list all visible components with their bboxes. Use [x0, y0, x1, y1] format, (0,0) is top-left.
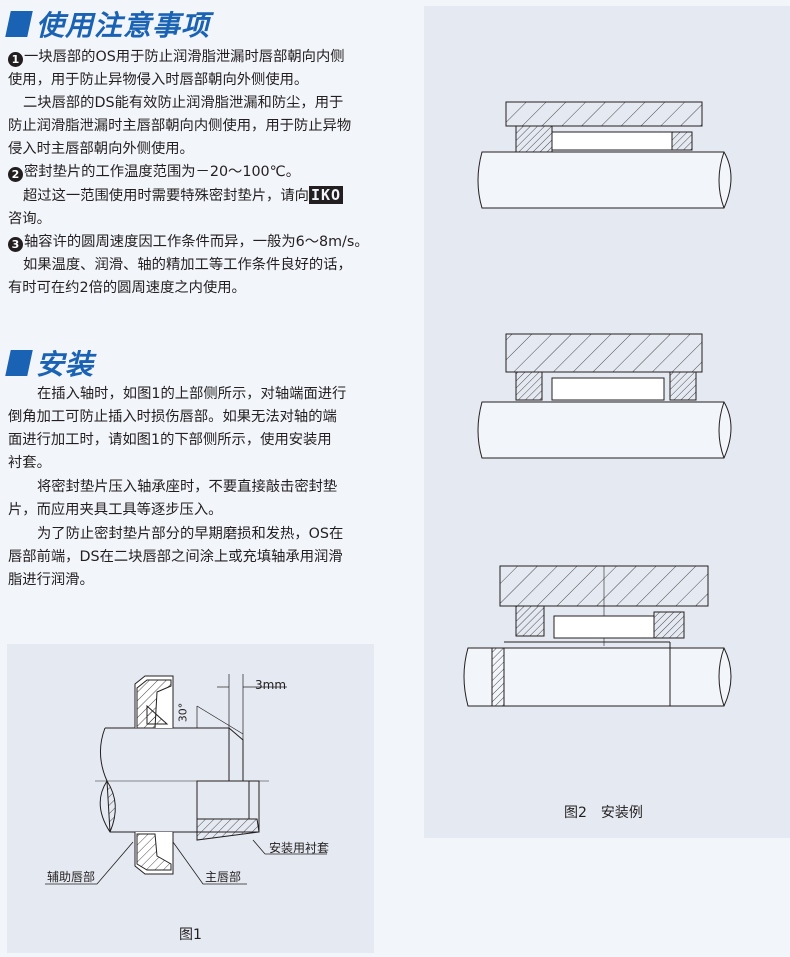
iko-logo: IKO [308, 186, 344, 204]
text: 倒角加工可防止插入时损伤唇部。如果无法对轴的端 [8, 409, 337, 425]
number-badge-1: 1 [8, 52, 23, 67]
text: 将密封垫片压入轴承座时，不要直接敲击密封垫 [37, 479, 338, 495]
label-main-lip: 主唇部 [205, 870, 242, 884]
text: 轴容许的圆周速度因工作条件而异，一般为6～8m/s。 [24, 234, 369, 250]
text: 衬套。 [8, 455, 51, 471]
text: 有时可在约2倍的圆周速度之内使用。 [8, 280, 246, 296]
heading-marker-icon [5, 350, 33, 376]
text: 使用，用于防止异物侵入时唇部朝向外侧使用。 [8, 72, 309, 88]
dimension-3mm: 3mm [255, 678, 287, 692]
figure1: 3mm 30° 安装用衬套 辅助唇部 主唇部 图1 [7, 644, 374, 953]
text: 唇部前端，DS在二块唇部之间涂上或充填轴承用润滑 [8, 549, 343, 565]
figure1-drawing [45, 674, 327, 885]
example-3 [463, 565, 732, 707]
text: 在插入轴时，如图1的上部侧所示，对轴端面进行 [37, 386, 347, 402]
text: 一块唇部的OS用于防止润滑脂泄漏时唇部朝向内侧 [24, 49, 345, 65]
text: 如果温度、润滑、轴的精加工等工作条件良好的话， [23, 257, 352, 273]
text: 防止润滑脂泄漏时主唇部朝向内侧使用，用于防止异物 [8, 118, 352, 134]
number-badge-3: 3 [8, 237, 23, 252]
number-badge-2: 2 [8, 167, 23, 182]
text: 咨询。 [8, 211, 51, 227]
precautions-title: 使用注意事项 [36, 9, 211, 42]
figure2-drawing [463, 101, 732, 707]
text: 二块唇部的DS能有效防止润滑脂泄漏和防尘，用于 [23, 95, 344, 111]
text: 侵入时主唇部朝向外侧使用。 [8, 141, 194, 157]
example-2 [477, 333, 732, 459]
precautions-heading: 使用注意事项 [5, 4, 211, 44]
example-1 [477, 101, 732, 209]
heading-marker-icon [5, 11, 33, 37]
installation-heading: 安装 [5, 343, 95, 383]
text: 超过这一范围使用时需要特殊密封垫片，请向 [23, 188, 309, 204]
text: 脂进行润滑。 [8, 572, 94, 588]
installation-body: 在插入轴时，如图1的上部侧所示，对轴端面进行 倒角加工可防止插入时损伤唇部。如果… [8, 383, 380, 592]
figure2: 图2 安装例 [424, 6, 790, 838]
text: 为了防止密封垫片部分的早期磨损和发热，OS在 [37, 526, 344, 542]
text: 密封垫片的工作温度范围为－20～100℃。 [24, 164, 300, 180]
text: 片，而应用夹具工具等逐步压入。 [8, 502, 223, 518]
installation-title: 安装 [36, 348, 95, 381]
figure1-caption: 图1 [179, 927, 202, 943]
label-aux-lip: 辅助唇部 [47, 870, 96, 884]
figure2-caption: 图2 安装例 [564, 805, 643, 821]
label-sleeve: 安装用衬套 [269, 841, 330, 855]
angle-30: 30° [176, 702, 190, 723]
text: 面进行加工时，请如图1的下部侧所示，使用安装用 [8, 432, 332, 448]
